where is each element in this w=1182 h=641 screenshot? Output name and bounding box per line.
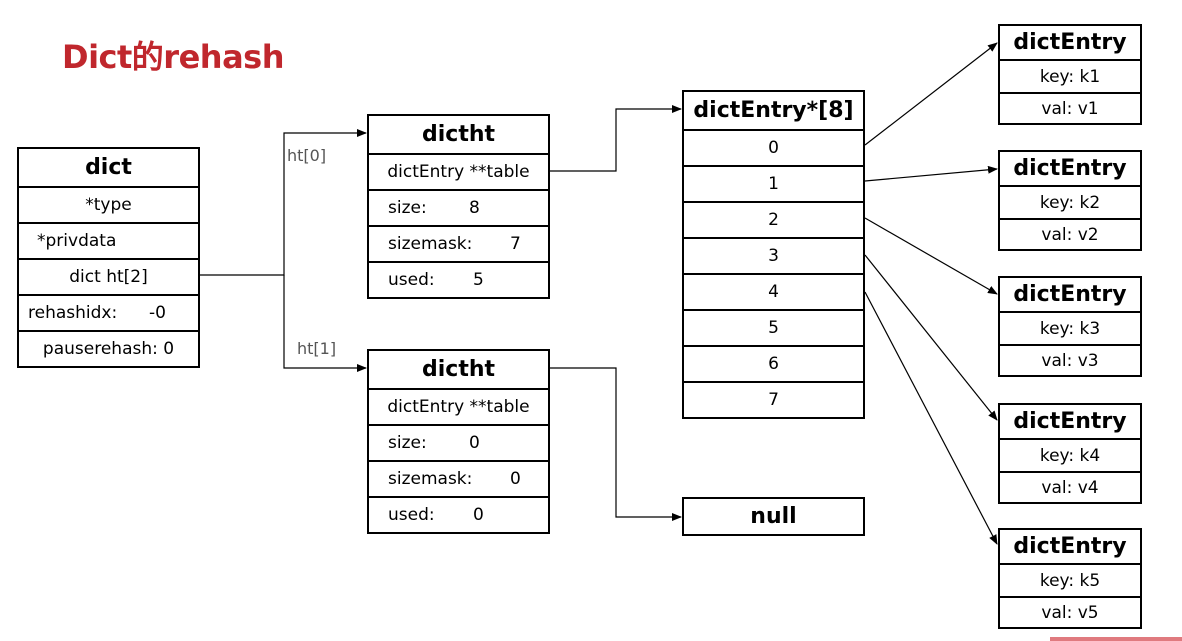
dictentry-box-3: dictEntry key: k3 val: v3 bbox=[998, 276, 1142, 377]
dictentry-box-5: dictEntry key: k5 val: v5 bbox=[998, 528, 1142, 629]
dictentry-box-1: dictEntry key: k1 val: v1 bbox=[998, 24, 1142, 125]
sizemask-label: sizemask: bbox=[388, 469, 473, 489]
dictentry-box-4: dictEntry key: k4 val: v4 bbox=[998, 403, 1142, 504]
dict-box: dict *type *privdata dict ht[2] rehashid… bbox=[17, 147, 200, 368]
array-slot: 6 bbox=[684, 345, 863, 381]
entry-header: dictEntry bbox=[1013, 534, 1127, 559]
privdata-label: *privdata bbox=[37, 231, 117, 251]
array-slot: 2 bbox=[684, 201, 863, 237]
rehashidx-value: -0 bbox=[149, 303, 166, 323]
size-label: size: bbox=[388, 198, 427, 218]
entry-header: dictEntry bbox=[1013, 282, 1127, 307]
entry-key: key: k3 bbox=[1000, 311, 1140, 344]
dictht1-box: dictht dictEntry **table size: 0 sizemas… bbox=[367, 349, 550, 534]
entry-header: dictEntry bbox=[1013, 156, 1127, 181]
ht1-label: ht[1] bbox=[297, 339, 337, 358]
dict-rehashidx-field: rehashidx: -0 bbox=[19, 294, 198, 330]
array-header: dictEntry*[8] bbox=[693, 98, 854, 123]
dictht1-sizemask-field: sizemask: 0 bbox=[369, 460, 548, 496]
used-value: 0 bbox=[473, 505, 484, 525]
entry-val: val: v1 bbox=[1000, 92, 1140, 123]
rehashidx-label: rehashidx: bbox=[28, 303, 118, 323]
size-value: 0 bbox=[469, 433, 480, 453]
entry-header: dictEntry bbox=[1013, 409, 1127, 434]
used-label: used: bbox=[388, 270, 435, 290]
dictht0-table-field: dictEntry **table bbox=[369, 153, 548, 189]
table-arrow-0 bbox=[550, 105, 682, 172]
slot-arrow-0 bbox=[864, 42, 998, 146]
dict-header: dict bbox=[85, 155, 132, 180]
used-value: 5 bbox=[473, 270, 484, 290]
array-slot: 3 bbox=[684, 237, 863, 273]
dictht0-size-field: size: 8 bbox=[369, 189, 548, 225]
entry-key: key: k1 bbox=[1000, 59, 1140, 92]
dict-pauserehash-field: pauserehash: 0 bbox=[19, 330, 198, 366]
ht0-label: ht[0] bbox=[287, 146, 327, 165]
slot-arrow-1 bbox=[864, 165, 998, 182]
entry-key: key: k2 bbox=[1000, 185, 1140, 218]
dict-type-field: *type bbox=[19, 186, 198, 222]
dictht1-table-field: dictEntry **table bbox=[369, 388, 548, 424]
array-slot: 5 bbox=[684, 309, 863, 345]
null-label: null bbox=[750, 504, 797, 529]
null-box: null bbox=[682, 497, 865, 536]
array-slot: 4 bbox=[684, 273, 863, 309]
dictht0-box: dictht dictEntry **table size: 8 sizemas… bbox=[367, 114, 550, 299]
dictht1-used-field: used: 0 bbox=[369, 496, 548, 532]
sizemask-value: 0 bbox=[510, 469, 521, 489]
entry-header: dictEntry bbox=[1013, 30, 1127, 55]
page-title: Dict的rehash bbox=[62, 38, 285, 76]
slot-arrow-2 bbox=[864, 217, 998, 295]
corner-accent bbox=[1050, 637, 1182, 641]
entry-key: key: k5 bbox=[1000, 563, 1140, 596]
array-slot: 7 bbox=[684, 381, 863, 417]
dict-ht-field: dict ht[2] bbox=[19, 258, 198, 294]
array-slot: 1 bbox=[684, 165, 863, 201]
dictht0-header: dictht bbox=[421, 122, 496, 147]
sizemask-value: 7 bbox=[510, 234, 521, 254]
entry-val: val: v5 bbox=[1000, 596, 1140, 627]
sizemask-label: sizemask: bbox=[388, 234, 473, 254]
slot-arrow-4 bbox=[864, 291, 998, 545]
dictht1-size-field: size: 0 bbox=[369, 424, 548, 460]
entry-val: val: v3 bbox=[1000, 344, 1140, 375]
array-slot: 0 bbox=[684, 129, 863, 165]
entry-key: key: k4 bbox=[1000, 438, 1140, 471]
dict-privdata-field: *privdata bbox=[19, 222, 198, 258]
dictentry-box-2: dictEntry key: k2 val: v2 bbox=[998, 150, 1142, 251]
entry-val: val: v2 bbox=[1000, 218, 1140, 249]
table-arrow-1 bbox=[550, 367, 682, 521]
dictht1-header: dictht bbox=[421, 357, 496, 382]
used-label: used: bbox=[388, 505, 435, 525]
dictht0-sizemask-field: sizemask: 7 bbox=[369, 225, 548, 261]
ht-arrow-0 bbox=[200, 129, 367, 276]
slot-arrow-3 bbox=[864, 254, 998, 421]
dictht0-used-field: used: 5 bbox=[369, 261, 548, 297]
size-value: 8 bbox=[469, 198, 480, 218]
dictentry-array-box: dictEntry*[8] 0 1 2 3 4 5 6 7 bbox=[682, 90, 865, 419]
size-label: size: bbox=[388, 433, 427, 453]
entry-val: val: v4 bbox=[1000, 471, 1140, 502]
